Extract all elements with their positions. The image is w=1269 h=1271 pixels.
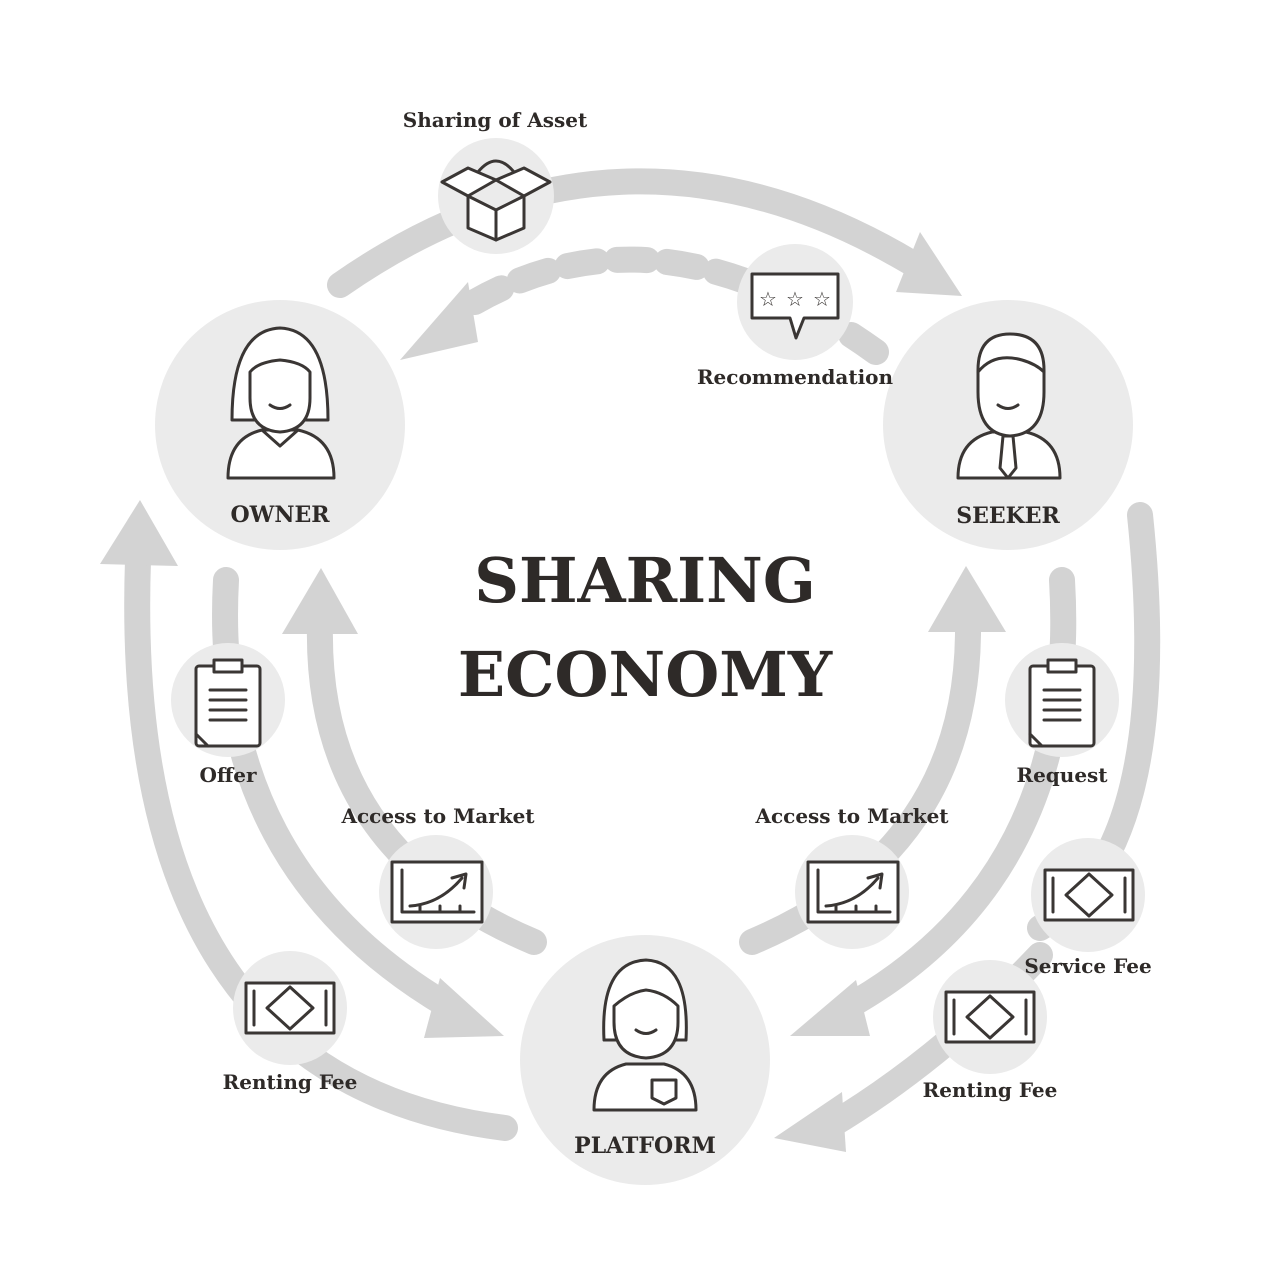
growth-chart-icon — [390, 860, 484, 924]
arrow-request — [829, 567, 1077, 1023]
request-node: Request — [1005, 643, 1119, 787]
access-to-market-left-label: Access to Market — [340, 804, 535, 828]
arrow-renting-fee-left — [124, 547, 518, 1141]
rating-stars-bubble-icon: ☆ ☆ ☆ — [750, 272, 840, 340]
offer-label: Offer — [199, 763, 257, 787]
banknote-icon — [1043, 868, 1135, 922]
owner-node: OWNER — [155, 300, 405, 550]
arrowhead-access-market-right — [928, 566, 1006, 632]
diagram-title: SHARING ECONOMY — [458, 544, 833, 711]
title-line-2: ECONOMY — [458, 638, 833, 711]
growth-chart-icon — [806, 860, 900, 924]
platform-label: PLATFORM — [574, 1133, 716, 1159]
title-line-1: SHARING — [474, 544, 816, 617]
service-fee-node: Service Fee — [1024, 838, 1152, 978]
seeker-node: SEEKER — [883, 300, 1133, 550]
arrowhead-request — [790, 980, 870, 1036]
arrowhead-access-market-left — [282, 568, 358, 634]
arrowhead-sharing-of-asset — [896, 232, 962, 296]
offer-node: Offer — [171, 643, 285, 787]
arrowhead-recommendation — [400, 282, 478, 360]
open-box-icon — [440, 159, 552, 242]
recommendation-node: ☆ ☆ ☆ Recommendation — [697, 244, 894, 389]
renting-fee-right-node: Renting Fee — [923, 960, 1058, 1102]
access-to-market-right-node: Access to Market — [754, 804, 949, 949]
banknote-icon — [944, 990, 1036, 1044]
renting-fee-left-label: Renting Fee — [223, 1070, 358, 1094]
support-person-avatar-icon — [592, 958, 698, 1112]
request-label: Request — [1016, 763, 1108, 787]
arrowhead-renting-fee-right — [774, 1092, 846, 1152]
svg-text:☆: ☆ — [786, 287, 804, 311]
svg-text:☆: ☆ — [759, 287, 777, 311]
renting-fee-right-label: Renting Fee — [923, 1078, 1058, 1102]
svg-text:☆: ☆ — [813, 287, 831, 311]
clipboard-document-icon — [194, 658, 262, 748]
owner-label: OWNER — [230, 502, 330, 528]
sharing-of-asset-label: Sharing of Asset — [403, 108, 588, 132]
woman-avatar-icon — [226, 326, 336, 480]
businessman-avatar-icon — [956, 332, 1062, 480]
arrowhead-renting-fee-left — [100, 500, 178, 566]
platform-node: PLATFORM — [520, 935, 770, 1185]
access-to-market-right-label: Access to Market — [754, 804, 949, 828]
access-to-market-left-node: Access to Market — [340, 804, 535, 949]
arrowhead-offer — [424, 978, 504, 1038]
seeker-label: SEEKER — [956, 503, 1060, 529]
renting-fee-left-node: Renting Fee — [223, 951, 358, 1094]
clipboard-document-icon — [1028, 658, 1096, 748]
banknote-icon — [244, 981, 336, 1035]
arrow-sharing-of-asset — [327, 168, 923, 298]
recommendation-label: Recommendation — [697, 365, 894, 389]
sharing-of-asset-node: Sharing of Asset — [403, 108, 588, 254]
service-fee-label: Service Fee — [1024, 954, 1151, 978]
